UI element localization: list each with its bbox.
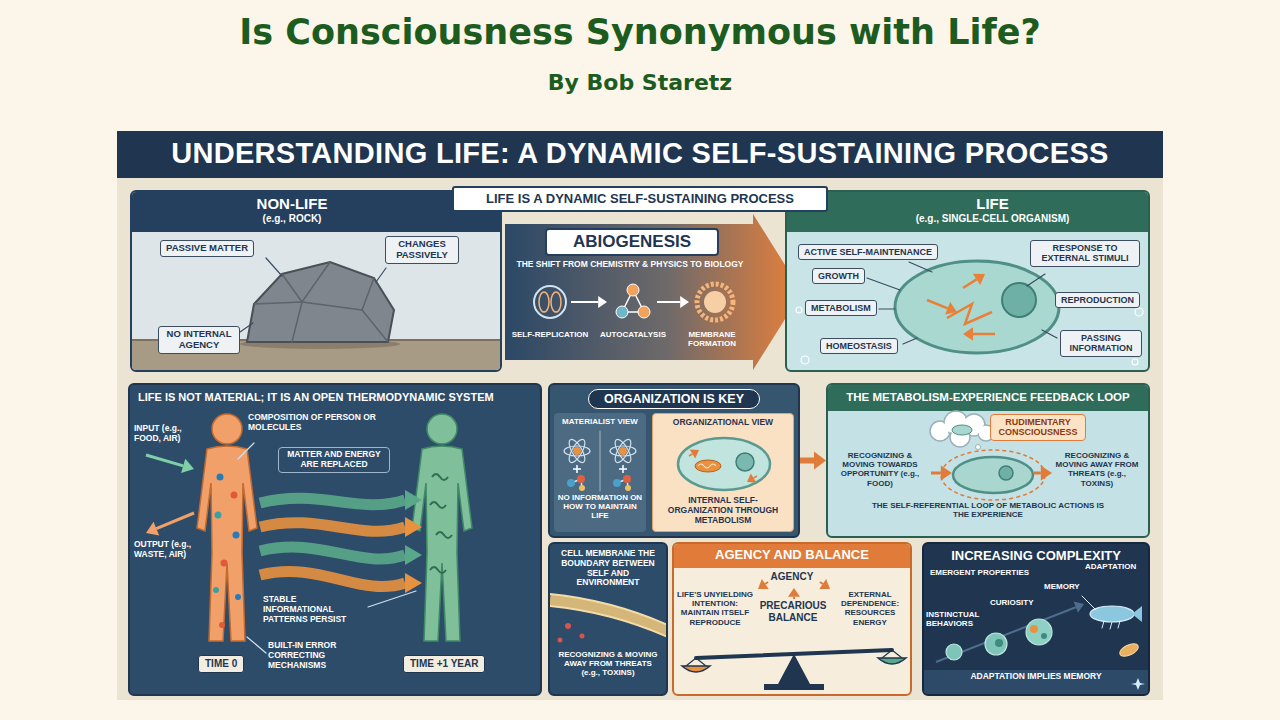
node-text: (e.g., ROCK)	[132, 213, 452, 225]
node-heading: AGENCY AND BALANCE	[674, 548, 910, 563]
node-heading: TIME +1 YEAR	[410, 658, 478, 670]
node-text: (e.g., SINGLE-CELL ORGANISM)	[837, 213, 1148, 225]
node-heading: THE METABOLISM-EXPERIENCE FEEDBACK LOOP	[828, 391, 1148, 404]
callout-box: CHANGES PASSIVELY	[385, 236, 459, 264]
annotation-label: LIFE'S UNYIELDING INTENTION: MAINTAIN IT…	[676, 590, 754, 627]
node-text: SELF-REPLICATION	[505, 330, 595, 339]
node-heading: ORGANIZATION IS KEY	[588, 389, 760, 409]
feedback-loop-panel: THE METABOLISM-EXPERIENCE FEEDBACK LOOP R…	[826, 383, 1150, 538]
life-panel: LIFE(e.g., SINGLE-CELL ORGANISM) ACTIVE S…	[785, 190, 1150, 372]
node-text: RECOGNIZING & MOVING AWAY FROM THREATS (…	[555, 650, 661, 678]
node-heading: HOMEOSTASIS	[826, 341, 892, 351]
non-life-panel: NON-LIFE(e.g., ROCK) PASSIVE MATTER CHANGE…	[130, 190, 502, 372]
callout-box: NO INTERNAL AGENCY	[158, 326, 240, 354]
time-tag: TIME +1 YEAR	[403, 655, 485, 673]
node-heading: METABOLISM	[811, 303, 871, 313]
node-heading: GROWTH	[818, 271, 859, 281]
node-heading: UNDERSTANDING LIFE: A DYNAMIC SELF-SUSTA…	[117, 137, 1163, 170]
thermodynamic-panel: LIFE IS NOT MATERIAL; IT IS AN OPEN THER…	[128, 383, 542, 696]
annotation-label: ADAPTATION IMPLIES MEMORY	[924, 672, 1148, 682]
annotation-label: INPUT (e.g., FOOD, AIR)	[134, 424, 194, 444]
callout-box: HOMEOSTASIS	[820, 338, 898, 354]
node-heading: REPRODUCTION	[1061, 295, 1134, 305]
node-text: INTERNAL SELF-ORGANIZATION THROUGH METAB…	[657, 496, 789, 525]
node-text: MEMBRANE FORMATION	[673, 330, 751, 348]
annotation-label: MATTER AND ENERGY ARE REPLACED	[278, 447, 390, 473]
node-heading: MATERIALIST VIEW	[554, 417, 646, 426]
consciousness-box: RUDIMENTARY CONSCIOUSNESS	[990, 414, 1086, 441]
node-heading: CHANGES PASSIVELY	[391, 239, 453, 261]
annotation-label: PRECARIOUS BALANCE	[756, 600, 830, 623]
panel-ground	[117, 131, 1163, 700]
callout-box: RESPONSE TO EXTERNAL STIMULI	[1030, 240, 1140, 267]
annotation-label: CURIOSITY	[990, 598, 1034, 607]
complexity-panel: INCREASING COMPLEXITY EMERGENT PROPERTIES…	[922, 542, 1150, 696]
annotation-label: EMERGENT PROPERTIES	[930, 568, 1029, 577]
cell-membrane-panel: CELL MEMBRANE THE BOUNDARY BETWEEN SELF …	[548, 542, 668, 696]
annotation-label: RECOGNIZING & MOVING TOWARDS OPPORTUNITY…	[834, 451, 926, 488]
abiogenesis-arrow: ABIOGENESIS THE SHIFT FROM CHEMISTRY & PH…	[505, 214, 803, 370]
node-heading: INCREASING COMPLEXITY	[924, 549, 1148, 564]
annotation-label: OUTPUT (e.g., WASTE, AIR)	[134, 540, 194, 560]
annotation-label: MEMORY	[1044, 582, 1080, 591]
organization-panel: ORGANIZATION IS KEY MATERIALIST VIEW NO IN…	[548, 383, 800, 538]
byline: By Bob Staretz	[0, 70, 1280, 95]
materialist-view-box: MATERIALIST VIEW NO INFORMATION ON HOW TO…	[554, 413, 646, 532]
node-heading: NO INTERNAL AGENCY	[164, 329, 234, 351]
organizational-view-box: ORGANIZATIONAL VIEW INTERNAL SELF-ORGANIZ…	[652, 413, 794, 532]
annotation-label: STABLE INFORMATIONAL PATTERNS PERSIST	[263, 595, 363, 624]
callout-box: PASSING INFORMATION	[1060, 330, 1142, 357]
callout-box: REPRODUCTION	[1055, 292, 1140, 308]
node-heading: CELL MEMBRANE THE BOUNDARY BETWEEN SELF …	[555, 549, 661, 588]
connector-line	[800, 458, 815, 464]
node-heading: LIFE IS A DYNAMIC SELF-SUSTAINING PROCES…	[454, 192, 826, 207]
callout-box: ACTIVE SELF-MAINTENANCE	[798, 244, 938, 260]
node-heading: ACTIVE SELF-MAINTENANCE	[804, 247, 932, 257]
node-heading: PASSING INFORMATION	[1066, 333, 1136, 354]
node-text: THE SHIFT FROM CHEMISTRY & PHYSICS TO BI…	[510, 260, 750, 270]
node-heading: LIFE IS NOT MATERIAL; IT IS AN OPEN THER…	[138, 391, 532, 404]
node-heading: ORGANIZATIONAL VIEW	[653, 418, 793, 428]
callout-box: METABOLISM	[805, 300, 877, 316]
node-text: AUTOCATALYSIS	[593, 330, 673, 339]
page-title: Is Consciousness Synonymous with Life?	[0, 12, 1280, 52]
connector-arrow	[800, 452, 826, 470]
callout-box: PASSIVE MATTER	[160, 240, 254, 257]
annotation-label: AGENCY	[762, 571, 822, 583]
title-banner: UNDERSTANDING LIFE: A DYNAMIC SELF-SUSTA…	[117, 131, 1163, 178]
agency-panel: AGENCY AND BALANCE AGENCY LIFE'S UNYIELDIN…	[672, 542, 912, 696]
node-heading: RUDIMENTARY CONSCIOUSNESS	[995, 417, 1081, 438]
callout-box: GROWTH	[812, 268, 865, 284]
node-heading: TIME 0	[205, 658, 237, 670]
annotation-label: COMPOSITION OF PERSON OR MOLECULES	[248, 413, 398, 433]
arrow-head	[814, 452, 826, 470]
annotation-label: EXTERNAL DEPENDENCE: RESOURCES ENERGY	[832, 590, 908, 627]
caption-box: LIFE IS A DYNAMIC SELF-SUSTAINING PROCES…	[452, 186, 828, 212]
node-heading: RESPONSE TO EXTERNAL STIMULI	[1036, 243, 1134, 264]
time-tag: TIME 0	[198, 655, 244, 673]
annotation-label: BUILT-IN ERROR CORRECTING MECHANISMS	[268, 641, 380, 670]
node-heading: NON-LIFE	[132, 195, 452, 212]
annotation-label: ADAPTATION	[1085, 562, 1136, 571]
annotation-label: INSTINCTUAL BEHAVIORS	[926, 610, 986, 628]
annotation-label: RECOGNIZING & MOVING AWAY FROM THREATS (…	[1052, 451, 1142, 488]
node-text: NO INFORMATION ON HOW TO MAINTAIN LIFE	[557, 493, 643, 521]
node-heading: ABIOGENESIS	[545, 228, 719, 256]
node-heading: LIFE	[837, 195, 1148, 212]
annotation-label: THE SELF-REFERENTIAL LOOP OF METABOLIC A…	[866, 501, 1110, 519]
node-heading: PASSIVE MATTER	[166, 243, 248, 254]
